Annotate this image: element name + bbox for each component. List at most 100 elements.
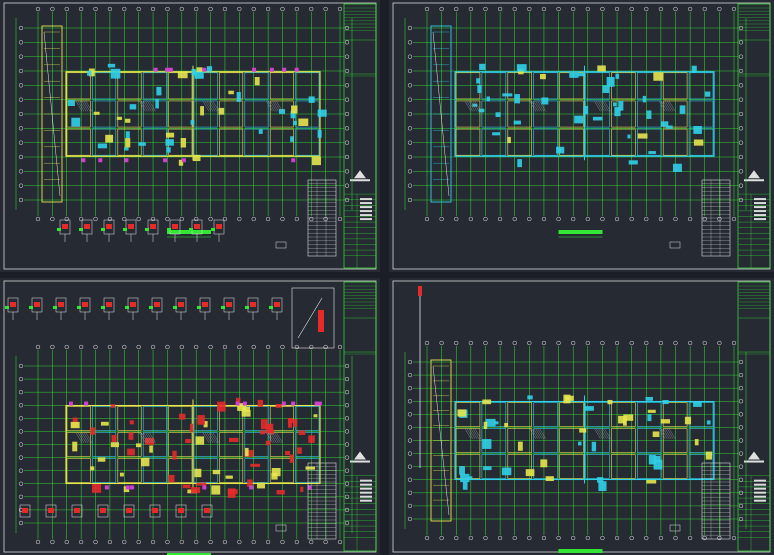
detail-rebar — [100, 508, 106, 513]
title-block-text — [754, 495, 766, 498]
hatch-line — [143, 432, 150, 443]
axis-bubble — [18, 197, 24, 203]
hatch-line — [533, 101, 540, 112]
company-logo-icon — [748, 451, 760, 460]
room-wall — [142, 128, 167, 156]
detail-dim — [149, 306, 153, 309]
detail-section — [175, 504, 187, 518]
structural-column — [235, 397, 241, 406]
hatch-line — [602, 101, 609, 112]
structural-column — [227, 488, 236, 498]
room-wall — [295, 406, 320, 431]
room-wall — [142, 458, 167, 483]
structural-column — [618, 415, 627, 424]
structural-column — [292, 419, 298, 427]
structural-column — [298, 118, 309, 126]
structural-column — [285, 451, 291, 456]
hatch-line — [149, 101, 156, 112]
axis-bubble — [265, 344, 271, 350]
room-wall — [269, 72, 294, 100]
structural-column — [256, 482, 266, 489]
axis-bubble — [18, 25, 24, 31]
axis-bubble — [64, 344, 69, 350]
hatch-line — [79, 432, 87, 443]
structural-column — [90, 466, 95, 471]
hatch-line — [145, 432, 152, 443]
structural-column — [244, 447, 249, 457]
title-block-text — [360, 218, 372, 221]
hatch-line — [474, 428, 482, 439]
axis-bubble — [344, 403, 350, 408]
structural-column — [545, 476, 554, 482]
room-wall — [585, 128, 610, 156]
structural-column — [67, 99, 75, 106]
detail-rebar — [172, 224, 178, 229]
structural-column — [598, 481, 607, 492]
axis-bubble — [237, 344, 242, 350]
hatch-line — [470, 101, 478, 112]
structural-column — [627, 134, 631, 139]
structural-column — [653, 459, 663, 470]
axis-bubble — [407, 438, 413, 443]
sheet-bottom-right[interactable] — [389, 278, 774, 555]
structural-column — [194, 71, 204, 79]
axis-bubble — [658, 340, 664, 346]
hatch-line — [75, 101, 83, 112]
axis-bubble — [78, 6, 84, 12]
detail-rebar — [154, 302, 160, 307]
hatch-line — [206, 101, 214, 112]
structural-column — [293, 120, 297, 126]
axis-bubble — [738, 372, 744, 378]
structural-column — [241, 410, 251, 417]
structural-column — [196, 67, 203, 72]
structural-column — [482, 439, 492, 449]
structural-column — [706, 420, 711, 425]
room-wall — [662, 454, 688, 479]
structural-column — [265, 423, 274, 434]
detail-section — [149, 504, 161, 518]
axis-bubble — [483, 340, 488, 346]
hatch-line — [202, 101, 210, 112]
room-wall — [219, 406, 244, 431]
structural-column — [613, 102, 617, 107]
structural-column — [615, 73, 620, 79]
tag-marker — [130, 485, 135, 490]
axis-bubble — [468, 216, 474, 222]
structural-column — [290, 111, 296, 119]
axis-bubble — [497, 6, 503, 12]
hatch-line — [537, 101, 544, 112]
axis-bubble — [439, 340, 444, 346]
hatch-line — [83, 101, 91, 112]
axis-bubble — [280, 344, 285, 350]
structural-column — [125, 131, 130, 139]
hatch-line — [531, 101, 538, 112]
sheet-top-right[interactable] — [389, 0, 774, 272]
structural-column — [597, 65, 606, 72]
structural-column — [258, 129, 263, 134]
hatch-line — [464, 428, 472, 439]
stair-diagonal — [432, 31, 450, 197]
axis-bubble — [64, 216, 69, 222]
structural-column — [195, 436, 205, 445]
axis-bubble — [407, 516, 413, 522]
structural-column — [478, 108, 485, 113]
structural-column — [308, 96, 315, 103]
room-wall — [269, 128, 294, 156]
hatch-line — [596, 428, 603, 439]
room-wall — [66, 72, 91, 100]
structural-column — [165, 139, 174, 146]
structural-column — [298, 430, 306, 435]
structural-column — [583, 105, 589, 115]
room-wall — [662, 100, 688, 128]
axis-bubble — [407, 372, 413, 378]
room-wall — [66, 458, 91, 483]
detail-rebar — [82, 302, 88, 307]
axis-bubble — [512, 340, 517, 346]
room-wall — [142, 72, 167, 100]
axis-bubble — [150, 6, 156, 12]
room-wall — [662, 72, 688, 100]
axis-bubble — [407, 68, 413, 74]
structural-column — [155, 98, 159, 109]
